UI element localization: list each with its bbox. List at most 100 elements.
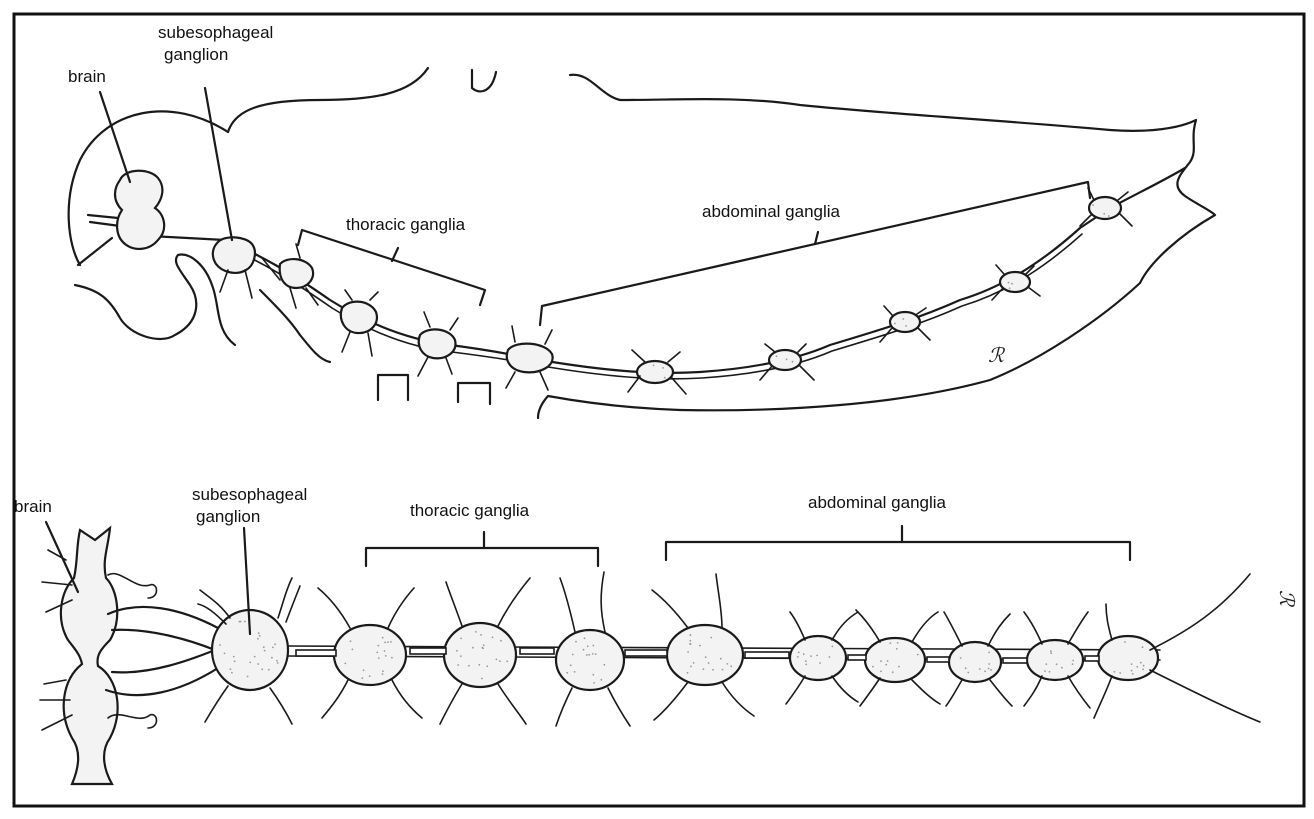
stipple-dot xyxy=(481,678,483,680)
stipple-dot xyxy=(506,660,508,662)
stipple-dot xyxy=(805,664,807,666)
side-thoracic-ganglion-1 xyxy=(280,259,313,288)
stipple-dot xyxy=(880,670,882,672)
stipple-dot xyxy=(500,640,502,642)
stipple-dot xyxy=(703,668,705,670)
side-abdominal-ganglion-1 xyxy=(637,361,673,383)
stipple-dot xyxy=(276,660,278,662)
stipple-dot xyxy=(979,668,981,670)
stipple-dot xyxy=(247,676,249,678)
stipple-dot xyxy=(693,662,695,664)
dorsal-abdominal-ganglion-1 xyxy=(667,625,743,685)
stipple-dot xyxy=(390,641,392,643)
stipple-dot xyxy=(720,658,722,660)
stipple-dot xyxy=(249,662,251,664)
stipple-dot xyxy=(382,670,384,672)
dorsal-abdominal-label: abdominal ganglia xyxy=(808,493,947,512)
stipple-dot xyxy=(1108,215,1110,217)
stipple-dot xyxy=(584,637,586,639)
stipple-dot xyxy=(917,654,919,656)
stipple-dot xyxy=(1061,667,1063,669)
stipple-dot xyxy=(499,660,501,662)
side-thoracic-ganglion-2 xyxy=(341,302,377,333)
stipple-dot xyxy=(271,657,273,659)
dorsal-thoracic-ganglion-3 xyxy=(556,630,624,690)
stipple-dot xyxy=(344,663,346,665)
stipple-dot xyxy=(1132,673,1134,675)
stipple-dot xyxy=(1044,670,1046,672)
stipple-dot xyxy=(898,666,900,668)
side-subesophageal-ganglion xyxy=(213,237,255,273)
stipple-dot xyxy=(468,665,470,667)
artist-monogram-top: ℛ xyxy=(988,343,1006,367)
stipple-dot xyxy=(664,377,666,379)
stipple-dot xyxy=(1049,671,1051,673)
stipple-dot xyxy=(233,656,235,658)
dorsal-abdominal-ganglion-4 xyxy=(949,642,1001,682)
stipple-dot xyxy=(224,653,226,655)
dorsal-connective-brain-upper xyxy=(108,607,218,628)
stipple-dot xyxy=(244,621,246,623)
stipple-dot xyxy=(689,634,691,636)
stipple-dot xyxy=(587,645,589,647)
stipple-dot xyxy=(264,650,266,652)
stipple-dot xyxy=(887,660,889,662)
stipple-dot xyxy=(350,640,352,642)
stipple-dot xyxy=(257,638,259,640)
dorsal-subesophageal-label-line1: subesophageal xyxy=(192,485,307,504)
stipple-dot xyxy=(699,645,701,647)
dorsal-brain-leader xyxy=(46,522,78,592)
side-thoracic-bracket-stem xyxy=(392,248,398,261)
stipple-dot xyxy=(1119,672,1121,674)
dorsal-abdominal-bracket xyxy=(666,542,1130,560)
artist-monogram-bottom: ℛ xyxy=(1275,590,1299,608)
stipple-dot xyxy=(1124,641,1126,643)
dorsal-abdominal-ganglion-6 xyxy=(1098,636,1158,680)
stipple-dot xyxy=(385,655,387,657)
stipple-dot xyxy=(896,648,898,650)
stipple-dot xyxy=(384,642,386,644)
mouthparts-outline xyxy=(75,255,235,345)
stipple-dot xyxy=(1092,204,1094,206)
stipple-dot xyxy=(730,665,732,667)
stipple-dot xyxy=(1009,287,1011,289)
stipple-dot xyxy=(481,647,483,649)
dorsal-connective-brain-inner xyxy=(112,630,215,673)
side-thoracic-label: thoracic ganglia xyxy=(346,215,466,234)
dorsal-thoracic-ganglion-2 xyxy=(444,623,516,687)
stipple-dot xyxy=(1142,646,1144,648)
stipple-dot xyxy=(1050,650,1052,652)
stipple-dot xyxy=(588,654,590,656)
stipple-dot xyxy=(570,664,572,666)
stipple-dot xyxy=(897,642,899,644)
stipple-dot xyxy=(384,650,386,652)
stipple-dot xyxy=(272,647,274,649)
dorsal-abdominal-ganglion-5 xyxy=(1027,640,1083,680)
stipple-dot xyxy=(572,654,574,656)
legs-outline xyxy=(260,290,330,362)
stipple-dot xyxy=(1114,671,1116,673)
side-brain-label: brain xyxy=(68,67,106,86)
stipple-dot xyxy=(965,667,967,669)
stipple-dot xyxy=(1008,282,1010,284)
stipple-dot xyxy=(600,679,602,681)
stipple-dot xyxy=(496,659,498,661)
stipple-dot xyxy=(819,662,821,664)
stipple-dot xyxy=(988,668,990,670)
stipple-dot xyxy=(268,669,270,671)
stipple-dot xyxy=(460,655,462,657)
stipple-dot xyxy=(689,640,691,642)
side-thoracic-ganglion-4 xyxy=(507,344,553,373)
stipple-dot xyxy=(486,665,488,667)
side-abdominal-bracket-stem xyxy=(815,232,818,244)
stipple-dot xyxy=(361,677,363,679)
body-outline-dorsal xyxy=(228,68,428,132)
stipple-dot xyxy=(219,644,221,646)
antenna xyxy=(78,215,120,265)
stipple-dot xyxy=(231,672,233,674)
dorsal-view: brain subesophageal ganglion thoracic ga… xyxy=(14,485,1299,784)
side-abdominal-ganglion-3 xyxy=(890,312,920,332)
stipple-dot xyxy=(254,656,256,658)
stipple-dot xyxy=(261,668,263,670)
